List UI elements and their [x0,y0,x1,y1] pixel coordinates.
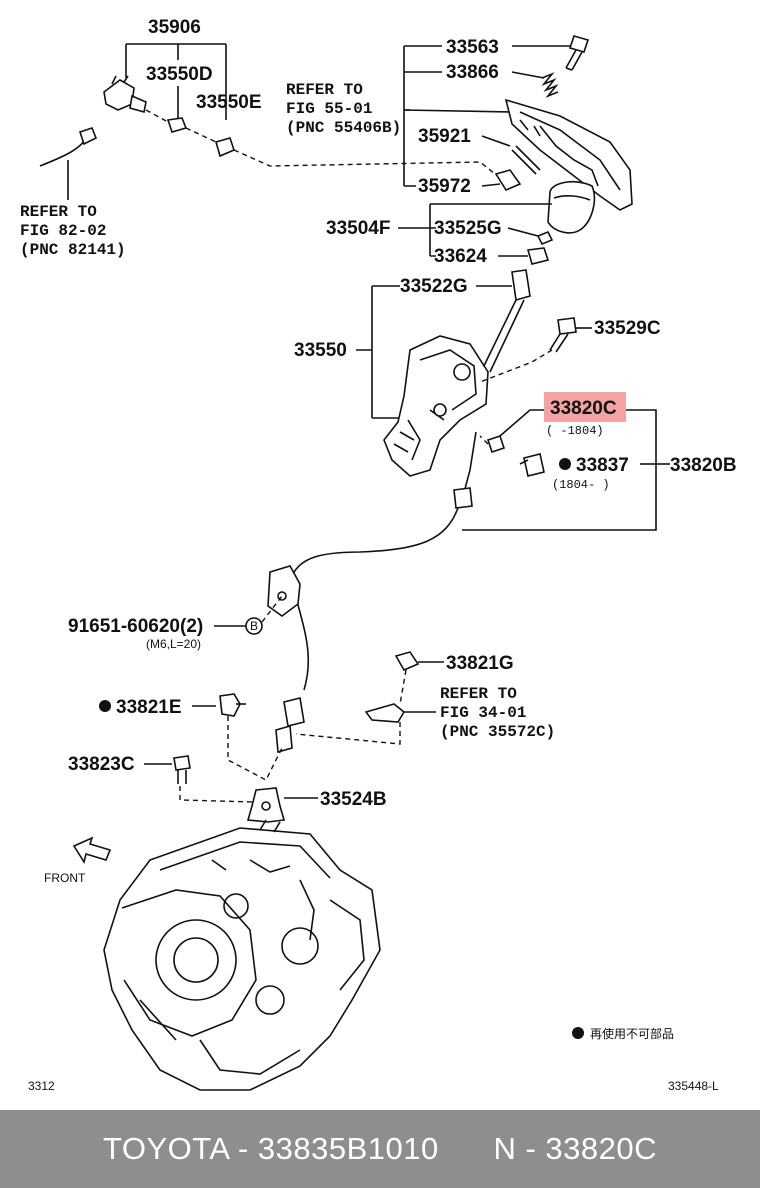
nut-33820C [486,434,506,454]
leader-35921 [481,135,511,147]
shift-cable-upper [291,507,459,577]
label-33550E: 33550E [196,92,262,113]
leader-bracket-33550 [356,285,402,419]
highlight-33820C [544,392,626,422]
non-reusable-marker-33837 [559,458,571,470]
circle-b-letter: B [250,619,258,633]
bolt-path [479,349,553,383]
leader-35972 [481,183,501,187]
note-91651: (M6,L=20) [146,637,201,651]
front-label: FRONT [44,871,86,885]
ref3-line3: (PNC 35572C) [440,723,555,741]
note-33820C: ( -1804) [546,424,604,438]
label-33821E: 33821E [116,697,182,718]
ref2-line1: REFER TO [20,203,97,221]
note-33837: (1804- ) [552,478,610,492]
leader-bracket-top [403,45,442,187]
legend-non-reusable-marker [572,1027,584,1039]
parts-diagram: 35906 33550D 33550E REFER TO FIG 82-02 (… [20,17,737,1093]
circle-b-marker [245,617,263,635]
label-33550: 33550 [294,340,347,361]
wire-path [145,109,501,179]
shift-knob-33504F [547,180,596,234]
ref3-line2: FIG 34-01 [440,704,526,722]
label-91651: 91651-60620(2) [68,616,203,637]
clip-33525G [536,230,554,246]
bolt-33529C [549,317,577,353]
spring-33866 [541,72,559,98]
label-33504F: 33504F [326,218,390,239]
ref1-line3: (PNC 55406B) [286,119,401,137]
leader-ref1 [403,109,513,113]
nut-33821G [394,651,420,672]
non-reusable-marker-33821E [99,700,111,712]
ref1-line2: FIG 55-01 [286,100,372,118]
ref3-line1: REFER TO [440,685,517,703]
shift-lever-assembly-33550 [383,335,489,477]
legend-text: 再使用不可部品 [590,1026,674,1041]
screw-33563 [565,35,590,71]
nut-path [479,435,489,445]
leader-35906 [125,43,227,120]
clip-33821E [219,693,246,717]
clip-33550D [166,117,188,133]
leader-bracket-33820 [462,409,657,531]
sleeve-33522G [511,269,531,302]
footer-part-number: TOYOTA - 33835B1010 N - 33820C [103,1131,657,1166]
wire-connector [78,127,98,146]
label-33525G: 33525G [434,218,502,239]
cable-end-fitting [275,697,305,754]
ref1-line1: REFER TO [286,81,363,99]
connector-35906 [103,75,147,114]
cable-bracket [267,565,301,617]
drawing-id: 335448-L [668,1079,719,1093]
label-33524B: 33524B [320,789,387,810]
label-33563: 33563 [446,37,499,58]
pin-35921 [511,145,541,175]
cable-grommet [453,487,473,509]
transaxle-assembly [103,819,381,1091]
label-35921: 35921 [418,126,471,147]
clip-33821E-path [227,716,283,781]
bolt-33823C [173,755,191,784]
bracket-ref3 [364,703,406,723]
label-33837: 33837 [576,455,629,476]
label-33624: 33624 [434,246,487,267]
shift-lever-rod [481,299,525,373]
clip-33837 [519,453,545,477]
label-35972: 35972 [418,176,471,197]
footer-bar: TOYOTA - 33835B1010 N - 33820C [0,1110,760,1188]
label-35906: 35906 [148,17,201,38]
collar-33624 [526,247,550,265]
front-arrow-icon [72,836,112,865]
label-33529C: 33529C [594,318,661,339]
bracket-33524B [246,787,286,823]
leader-bracket-knob [398,203,552,257]
label-33823C: 33823C [68,754,135,775]
label-33866: 33866 [446,62,499,83]
label-33821G: 33821G [446,653,514,674]
bracket-path [295,722,401,745]
shift-cover-panel [504,98,633,211]
wire-harness [39,137,87,167]
leader-33525G [507,227,539,237]
label-33550D: 33550D [146,64,213,85]
ref2-line3: (PNC 82141) [20,241,126,259]
bolt-91651-path [261,595,283,623]
bracket-35972 [494,169,522,192]
label-33820C: 33820C [550,398,617,419]
ref2-line2: FIG 82-02 [20,222,106,240]
label-33820B: 33820B [670,455,737,476]
bolt-33823C-path [179,786,257,803]
leader-33866 [511,71,545,79]
label-33522G: 33522G [400,276,468,297]
cap-33550E [215,137,235,158]
figure-number: 3312 [28,1079,55,1093]
nut-33821G-path [399,669,407,705]
